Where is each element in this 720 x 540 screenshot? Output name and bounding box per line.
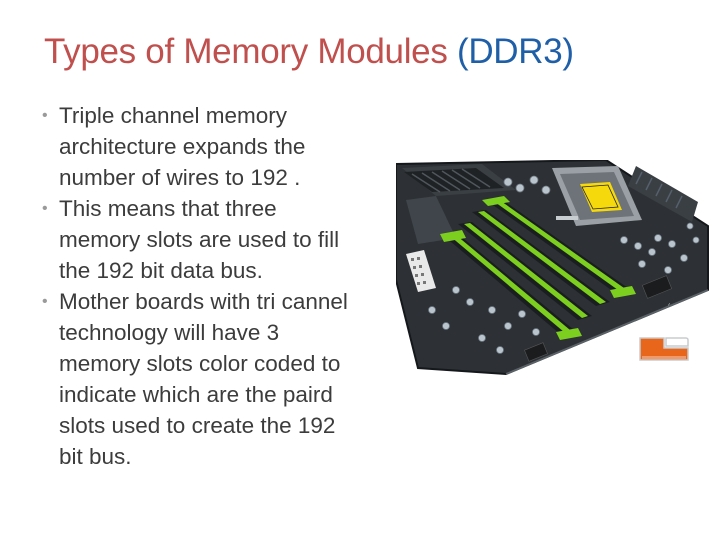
motherboard-illustration: — — [396, 160, 709, 376]
bullet-item: • This means that three memory slots are… — [40, 193, 360, 286]
slide-title-main: Types of Memory Modules — [44, 32, 448, 71]
orange-slide-icon — [638, 336, 690, 362]
bullet-list: • Triple channel memory architecture exp… — [40, 100, 360, 472]
bullet-text: Mother boards with tri cannel technology… — [59, 289, 348, 469]
slide-title: Types of Memory Modules (DDR3) — [44, 32, 574, 72]
bullet-text: This means that three memory slots are u… — [59, 196, 340, 283]
bullet-item: • Mother boards with tri cannel technolo… — [40, 286, 360, 472]
bullet-icon: • — [42, 107, 48, 124]
bullet-text: Triple channel memory architecture expan… — [59, 103, 306, 190]
bullet-icon: • — [42, 293, 48, 310]
bullet-icon: • — [42, 200, 48, 217]
bullet-item: • Triple channel memory architecture exp… — [40, 100, 360, 193]
slide-title-accent: (DDR3) — [456, 32, 574, 71]
orange-slide-icon-graphic — [639, 337, 689, 361]
motherboard-photo: — — [396, 160, 710, 376]
